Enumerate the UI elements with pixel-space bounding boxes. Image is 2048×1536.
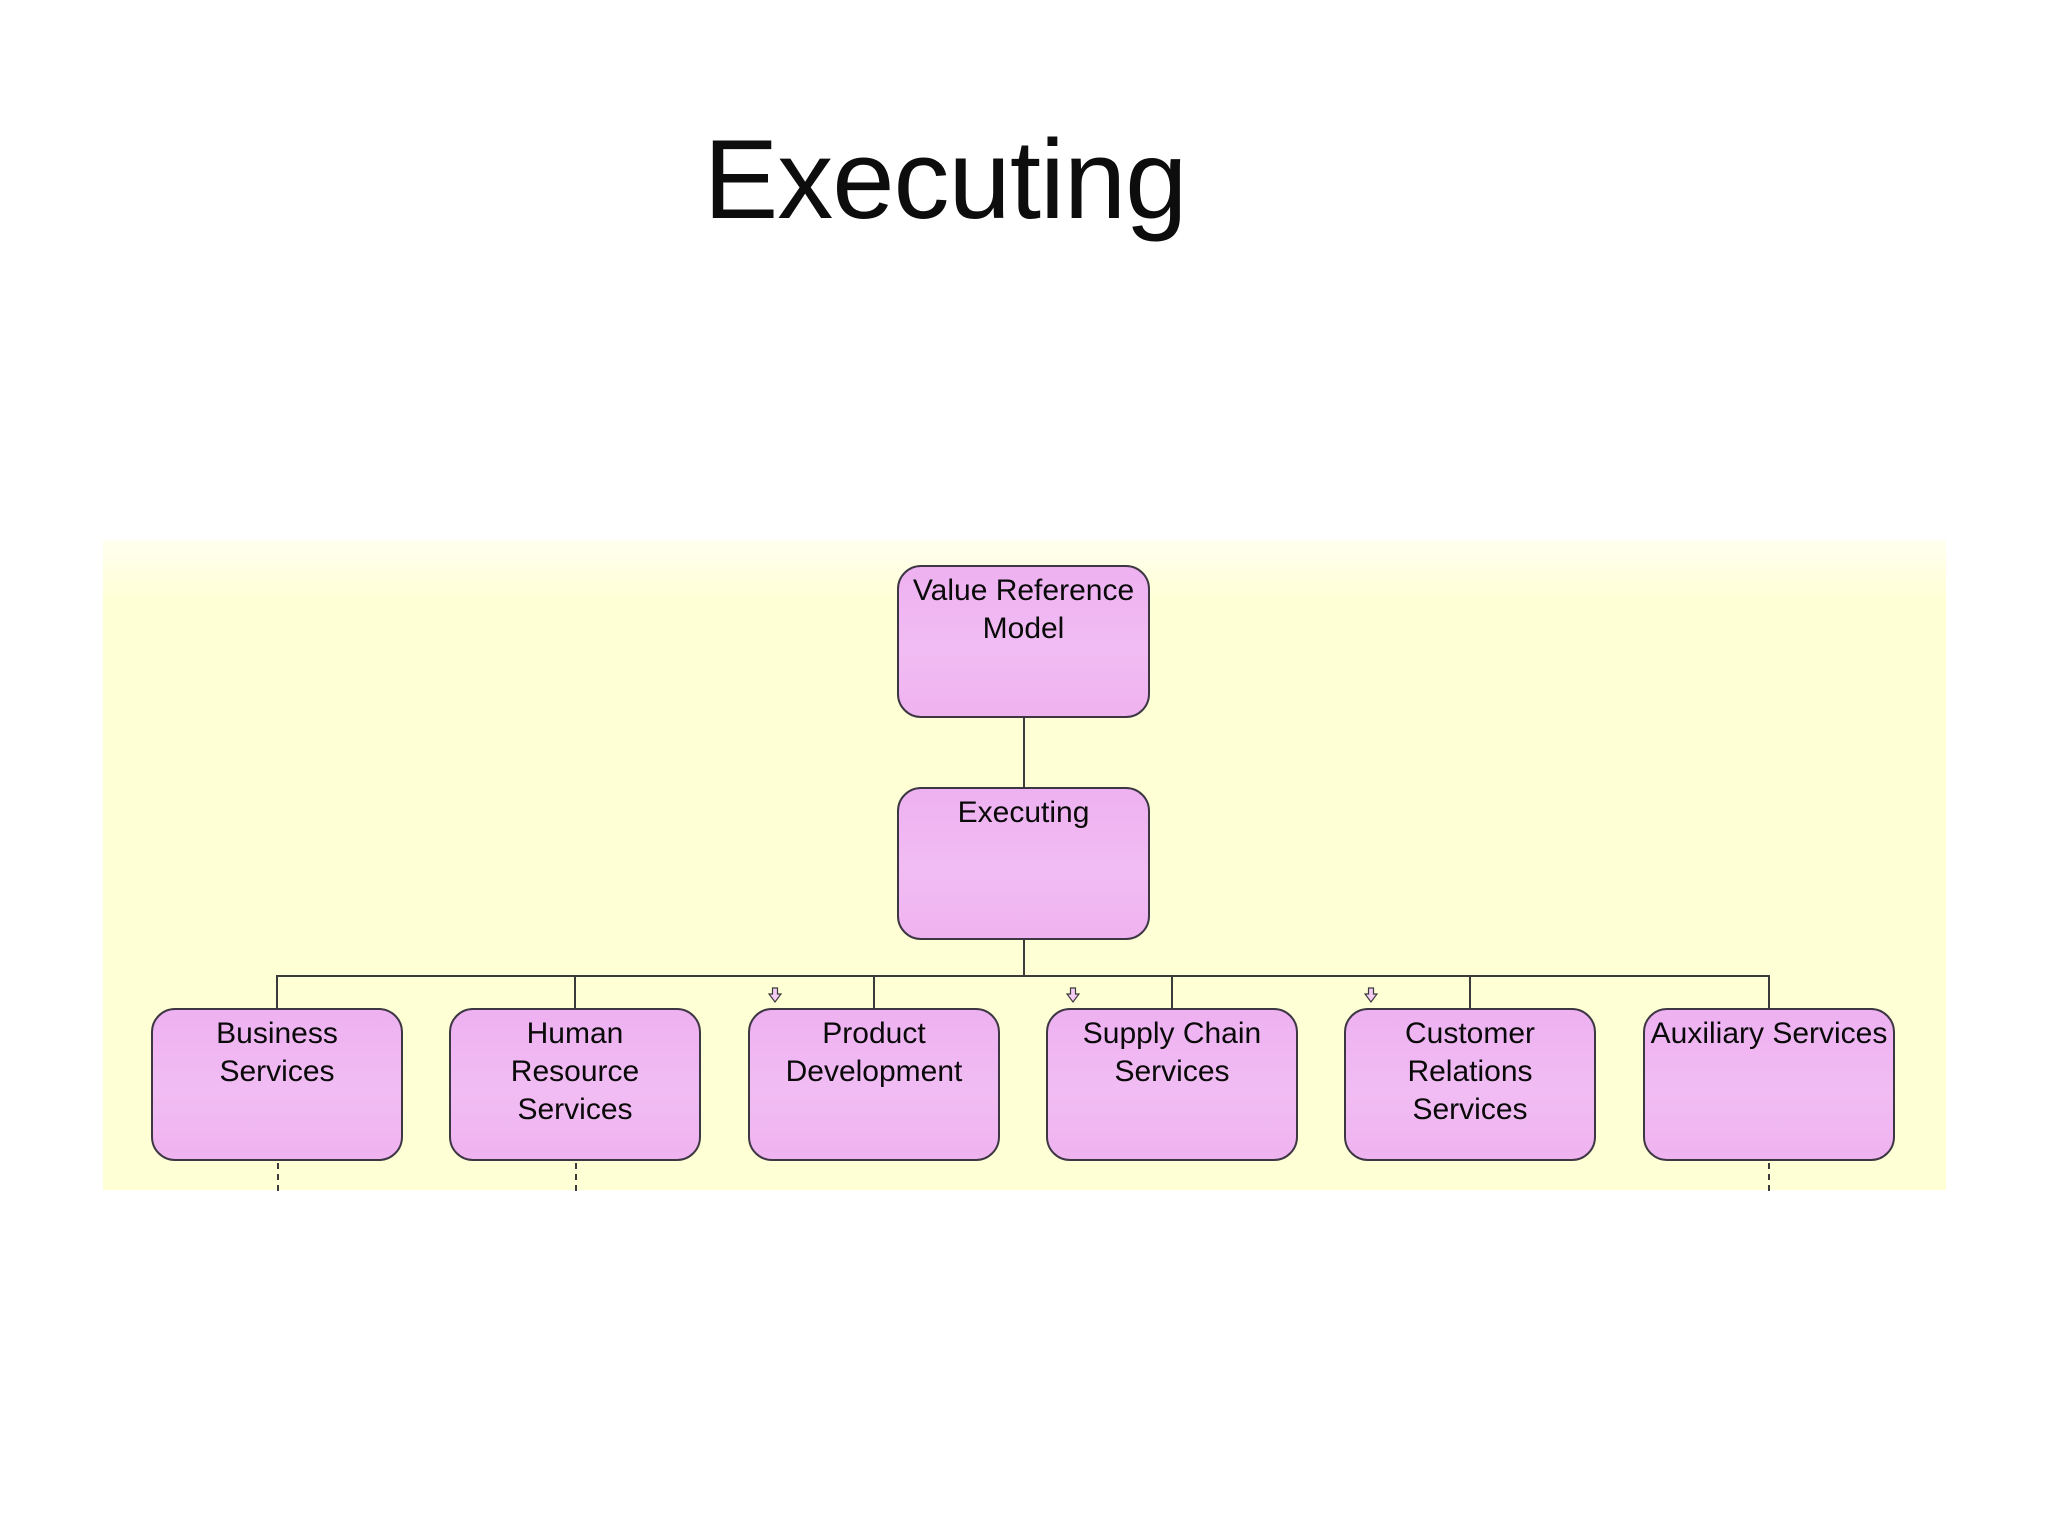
connector-stub-supply-chain-services — [1171, 975, 1173, 1008]
down-arrow-icon — [768, 987, 782, 1003]
node-human-resource-services: Human Resource Services — [449, 1008, 701, 1161]
node-product-development: Product Development — [748, 1008, 1000, 1161]
connector-stub-auxiliary-services — [1768, 975, 1770, 1008]
dashed-tail-business-services — [277, 1163, 279, 1191]
node-customer-relations-services: Customer Relations Services — [1344, 1008, 1596, 1161]
connector-stub-human-resource-services — [574, 975, 576, 1008]
connector-stub-customer-relations-services — [1469, 975, 1471, 1008]
connector-stub-business-services — [276, 975, 278, 1008]
node-auxiliary-services: Auxiliary Services — [1643, 1008, 1895, 1161]
down-arrow-icon — [1364, 987, 1378, 1003]
connector-root-to-parent — [1023, 717, 1025, 788]
connector-parent-to-bus — [1023, 939, 1025, 977]
node-business-services: Business Services — [151, 1008, 403, 1161]
node-value-reference-model: Value Reference Model — [897, 565, 1150, 718]
slide-title: Executing — [703, 117, 1188, 242]
down-arrow-icon — [1066, 987, 1080, 1003]
connector-horizontal-bus — [277, 975, 1770, 977]
dashed-tail-human-resource-services — [575, 1163, 577, 1191]
connector-stub-product-development — [873, 975, 875, 1008]
node-executing: Executing — [897, 787, 1150, 940]
dashed-tail-auxiliary-services — [1768, 1163, 1770, 1191]
node-supply-chain-services: Supply Chain Services — [1046, 1008, 1298, 1161]
